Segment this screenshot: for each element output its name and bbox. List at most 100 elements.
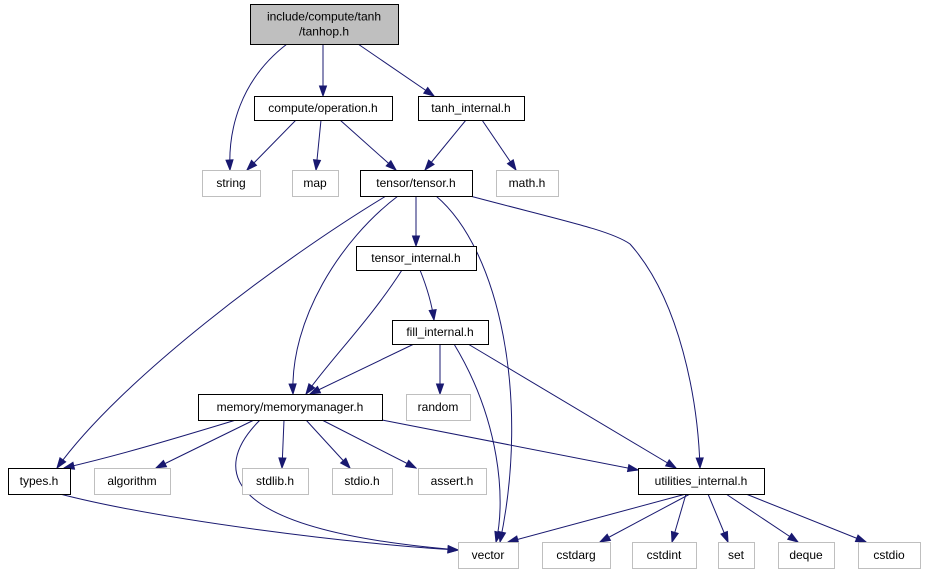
arrow-head-icon	[506, 535, 520, 544]
edge-tensor-to-types	[56, 195, 387, 470]
node-label: include/compute/tanh	[267, 10, 381, 24]
edge-root-to-operation	[318, 44, 328, 98]
arrow-head-icon	[494, 530, 503, 544]
node-random: random	[406, 394, 471, 421]
edge-memorymanager-to-utilities_internal	[381, 419, 640, 473]
nodes-layer: include/compute/tanh/tanhop.h compute/ope…	[8, 4, 921, 569]
node-stdio: stdio.h	[332, 468, 393, 495]
node-deque: deque	[778, 542, 835, 569]
node-fill-internal[interactable]: fill_internal.h	[392, 320, 489, 345]
node-box	[94, 468, 171, 495]
edge-line	[229, 43, 288, 171]
node-box	[202, 170, 261, 197]
edge-memorymanager-to-stdio	[305, 419, 352, 470]
arrow-head-icon	[598, 533, 612, 543]
edge-root-to-string	[225, 43, 288, 172]
edge-line	[725, 493, 799, 543]
node-box	[632, 542, 697, 569]
arrow-head-icon	[786, 532, 800, 543]
node-box	[254, 96, 393, 121]
node-label: cstdio	[873, 548, 905, 562]
arrow-head-icon	[288, 383, 297, 396]
edge-utilities_internal-to-deque	[725, 493, 800, 543]
node-assert: assert.h	[418, 468, 487, 495]
node-utilities-internal[interactable]: utilities_internal.h	[638, 468, 765, 495]
node-label: tensor_internal.h	[371, 251, 460, 265]
node-tanh-internal[interactable]: tanh_internal.h	[418, 96, 525, 121]
node-label: set	[728, 548, 745, 562]
arrow-head-icon	[428, 309, 437, 322]
node-box	[496, 170, 559, 197]
edge-line	[305, 419, 351, 469]
node-box	[418, 468, 487, 495]
edge-line	[155, 419, 255, 469]
arrow-head-icon	[695, 457, 704, 470]
node-label: tanh_internal.h	[431, 101, 510, 115]
arrow-head-icon	[422, 86, 436, 97]
node-set: set	[718, 542, 755, 569]
node-box	[458, 542, 519, 569]
arrow-head-icon	[670, 530, 679, 544]
arrow-head-icon	[385, 159, 398, 172]
node-label: cstdint	[647, 548, 682, 562]
node-box	[332, 468, 393, 495]
node-box	[356, 246, 477, 271]
node-label: utilities_internal.h	[655, 474, 748, 488]
edge-tensor_internal-to-memorymanager	[305, 269, 403, 396]
node-label: stdio.h	[344, 474, 379, 488]
edge-line	[63, 419, 237, 469]
edge-utilities_internal-to-cstdio	[745, 493, 868, 543]
node-label: compute/operation.h	[268, 101, 377, 115]
arrow-head-icon	[411, 235, 421, 248]
node-box	[198, 394, 383, 421]
node-cstdio: cstdio	[858, 542, 921, 569]
edge-line	[246, 119, 297, 171]
edge-line	[453, 343, 501, 543]
edge-line	[292, 195, 399, 395]
arrow-head-icon	[506, 158, 517, 172]
node-box	[778, 542, 835, 569]
node-tensor-internal[interactable]: tensor_internal.h	[356, 246, 477, 271]
edge-line	[467, 343, 677, 469]
node-box	[718, 542, 755, 569]
arrow-head-icon	[278, 457, 287, 470]
edge-line	[321, 419, 417, 469]
edge-fill_internal-to-utilities_internal	[467, 343, 678, 469]
node-box	[418, 96, 525, 121]
node-tensor[interactable]: tensor/tensor.h	[360, 170, 473, 197]
node-box	[392, 320, 489, 345]
edge-line	[339, 119, 397, 171]
edge-line	[309, 343, 415, 395]
edges-layer	[56, 43, 868, 554]
arrow-head-icon	[854, 534, 868, 543]
node-root[interactable]: include/compute/tanh/tanhop.h	[250, 4, 399, 45]
node-vector: vector	[458, 542, 519, 569]
edge-fill_internal-to-vector	[453, 343, 503, 544]
edge-memorymanager-to-types	[62, 419, 237, 470]
arrow-head-icon	[720, 530, 729, 544]
node-box	[542, 542, 611, 569]
node-label: math.h	[509, 176, 546, 190]
node-label: random	[418, 400, 459, 414]
node-types[interactable]: types.h	[8, 468, 71, 495]
edge-line	[745, 493, 867, 543]
edge-operation-to-string	[245, 119, 297, 172]
arrow-head-icon	[312, 159, 322, 172]
edge-memorymanager-to-assert	[321, 419, 418, 469]
node-label: types.h	[20, 474, 59, 488]
node-label: vector	[472, 548, 505, 562]
arrow-head-icon	[318, 85, 328, 98]
node-memorymanager[interactable]: memory/memorymanager.h	[198, 394, 383, 421]
node-box	[250, 4, 399, 45]
arrow-head-icon	[626, 463, 640, 473]
arrow-head-icon	[245, 159, 258, 172]
node-label: stdlib.h	[256, 474, 294, 488]
node-algorithm: algorithm	[94, 468, 171, 495]
node-operation[interactable]: compute/operation.h	[254, 96, 393, 121]
arrow-head-icon	[225, 159, 234, 172]
node-box	[638, 468, 765, 495]
node-cstdarg: cstdarg	[542, 542, 611, 569]
arrow-head-icon	[404, 459, 418, 469]
edge-line	[59, 493, 459, 551]
